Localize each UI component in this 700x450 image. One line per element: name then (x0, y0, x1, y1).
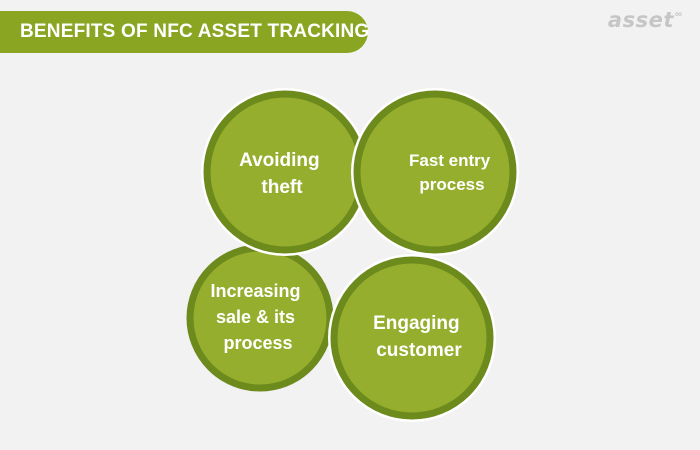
label-line: process (223, 333, 292, 353)
petal-avoiding-theft: Avoiding theft (201, 88, 369, 256)
label-line: sale & its (216, 307, 295, 327)
petal-label-fast-entry: Fast entry process (409, 151, 495, 194)
petal-circle-avoiding-theft (203, 90, 367, 254)
petal-engaging-customer: Engaging customer (328, 254, 496, 422)
label-line: process (419, 175, 484, 194)
logo-text: asset (607, 8, 674, 32)
infinity-icon: ∞ (674, 9, 682, 20)
petal-label-increasing-sale: Increasing sale & its process (210, 281, 305, 353)
petal-fast-entry: Fast entry process (351, 88, 519, 256)
petal-circle-engaging-customer (330, 256, 494, 420)
label-line: customer (376, 340, 462, 361)
label-line: theft (261, 177, 303, 198)
label-line: Increasing (210, 281, 300, 301)
label-line: Fast entry (409, 151, 491, 170)
petal-circle-fast-entry (353, 90, 517, 254)
petal-increasing-sale: Increasing sale & its process (186, 244, 334, 392)
petal-label-avoiding-theft: Avoiding theft (239, 150, 325, 198)
label-line: Avoiding (239, 150, 320, 171)
label-line: Engaging (373, 313, 460, 334)
asset-logo: asset ∞ (608, 8, 682, 32)
title-text: BENEFITS OF NFC ASSET TRACKING (20, 21, 370, 42)
title-banner: BENEFITS OF NFC ASSET TRACKING (0, 11, 370, 53)
petal-label-engaging-customer: Engaging customer (373, 313, 465, 361)
